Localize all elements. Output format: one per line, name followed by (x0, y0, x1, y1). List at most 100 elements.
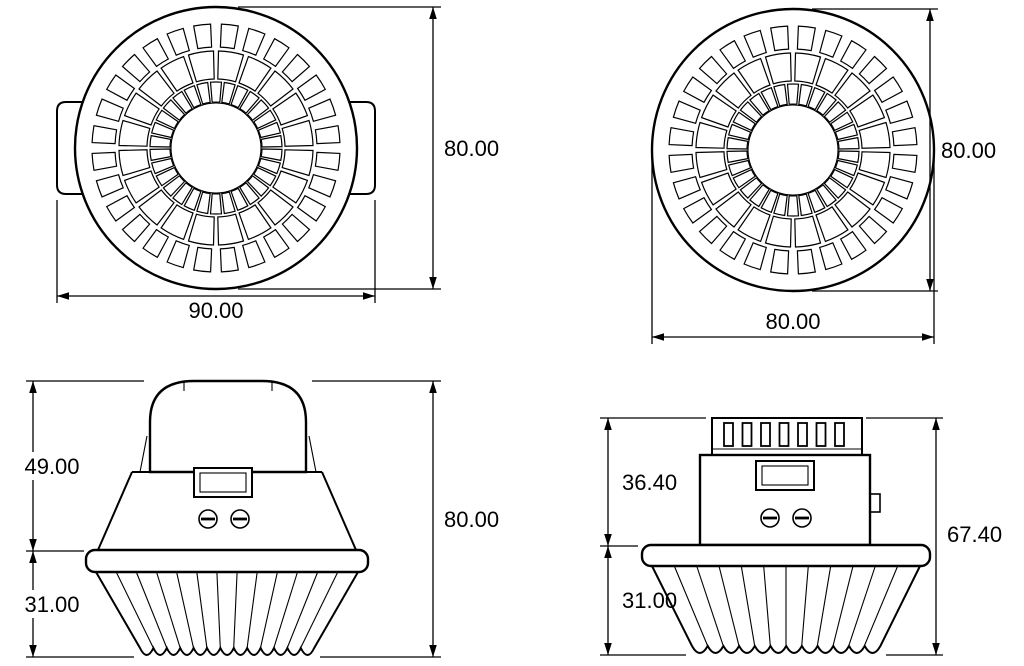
lens-facet (849, 172, 886, 206)
dimension-group-top-right: 80.00 80.00 (651, 8, 996, 344)
terminal-window-inner (761, 465, 809, 486)
view-top-left-front: 80.00 90.00 (56, 5, 499, 323)
lens-facet (260, 148, 283, 162)
lens-facet (695, 121, 728, 149)
lens-facet (193, 23, 213, 50)
lens-facet (260, 134, 283, 148)
lens-facet (238, 181, 260, 206)
terminal-window (193, 467, 253, 498)
lens-facet (700, 94, 737, 128)
lens-facet (737, 57, 771, 94)
skirt-facet-line (696, 565, 724, 647)
terminal-slot (760, 422, 771, 447)
lens-facet (837, 136, 860, 150)
terminal-window-inner (199, 472, 247, 493)
skirt-facet-line (273, 571, 299, 649)
dimension-group-top-left: 80.00 90.00 (56, 6, 499, 323)
lens-facet (839, 39, 867, 70)
lens-facet (715, 72, 752, 109)
lens-facet (230, 84, 249, 109)
lens-facet (296, 194, 327, 222)
lens-facet (837, 150, 860, 164)
lens-facet (121, 213, 151, 243)
lens-facet (281, 53, 311, 83)
lens-facet (726, 136, 749, 150)
lens-facet (823, 101, 847, 124)
view-bottom-right-side: 36.40 31.00 67.40 (600, 417, 1002, 656)
dimension-label-width: 90.00 (188, 298, 243, 323)
lens-facet (815, 206, 849, 243)
lens-facet (217, 50, 245, 83)
lens-facet (296, 74, 327, 102)
lens-facet (308, 173, 337, 198)
lens-facet (858, 151, 891, 179)
lens-facet (773, 193, 788, 217)
lens-facet (118, 149, 151, 177)
lens-facet (246, 99, 270, 122)
skirt-facet-line (801, 565, 809, 647)
view-top-right-front: 80.00 80.00 (650, 7, 996, 344)
lens-facet (700, 172, 737, 206)
lens-facet (281, 119, 314, 147)
collar-edge-right (308, 435, 317, 473)
lens-facet (770, 25, 790, 52)
housing-outline (73, 5, 359, 291)
dimension-label-upper: 49.00 (24, 454, 79, 479)
skirt-facet-line (673, 565, 709, 647)
lens-facet (794, 215, 822, 248)
lens-facet (172, 181, 194, 206)
lens-facet (873, 196, 904, 224)
lens-facet (682, 196, 713, 224)
dimension-label-upper: 36.40 (622, 470, 677, 495)
dimension-label-total: 80.00 (444, 507, 499, 532)
lens-facet (219, 23, 239, 50)
dimension-label-height: 80.00 (941, 138, 996, 163)
lens-facet (834, 123, 859, 141)
lens-facet (737, 206, 771, 243)
dim-label-bg (22, 590, 84, 618)
lens-facet (257, 121, 282, 139)
lens-facet (217, 213, 245, 246)
skirt-facet-line (246, 571, 258, 649)
lens-facet (682, 76, 713, 104)
terminal-slot (778, 422, 790, 447)
lens-facet (105, 194, 136, 222)
lens-facet (121, 53, 151, 83)
lens-facet (118, 119, 151, 147)
lens-facet (770, 248, 790, 275)
lens-facet (786, 195, 800, 217)
lens-facet (698, 215, 728, 245)
lens-facet (695, 151, 728, 179)
lens-facet (698, 55, 728, 85)
lens-facet (209, 193, 223, 215)
lens-facet (149, 134, 172, 148)
lens-facet (839, 230, 867, 261)
lens-facet (798, 193, 813, 217)
lens-facet (815, 57, 849, 94)
lens-facet (257, 157, 282, 175)
lens-facet (183, 187, 202, 212)
terminal-slot (797, 422, 808, 447)
housing-outline (650, 7, 936, 293)
lens-facet (760, 189, 779, 214)
skirt-facet-line (286, 571, 319, 649)
skirt-facet-line (816, 565, 832, 647)
lens-facet (246, 174, 270, 197)
terminal-slot (723, 422, 734, 447)
lens-facet (834, 72, 871, 109)
lens-facet (726, 150, 749, 164)
lens-facet (668, 127, 695, 147)
dimension-group-bottom-right: 36.40 31.00 67.40 (600, 417, 1002, 656)
skirt-facet-line (740, 565, 756, 647)
ceiling-flange (640, 543, 932, 568)
lens-center (170, 102, 262, 194)
lens-facet (183, 84, 202, 109)
lens-facet (727, 159, 752, 177)
lens-facet (672, 100, 701, 125)
lens-facet (196, 191, 211, 215)
dimension-label-height: 80.00 (444, 136, 499, 161)
lens-facet (798, 83, 813, 107)
skirt-facet-line (176, 571, 195, 649)
lens-facet (807, 189, 826, 214)
